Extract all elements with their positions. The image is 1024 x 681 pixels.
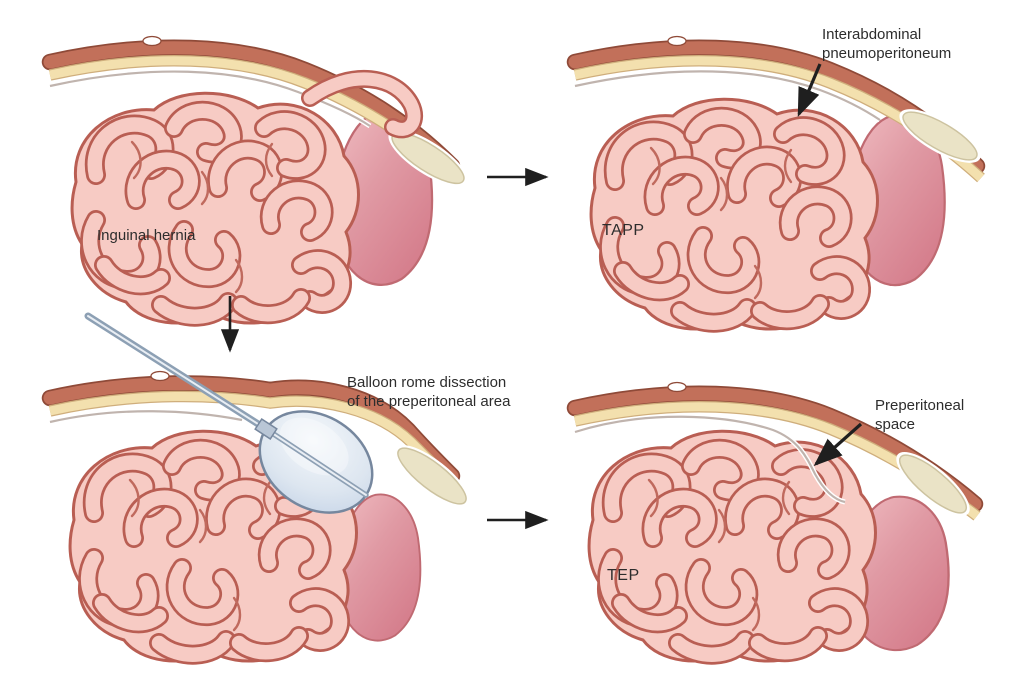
dissection-balloon	[254, 410, 374, 514]
annotation-preperitoneal-space: Preperitoneal space	[875, 397, 965, 433]
label-tapp: TAPP	[602, 222, 645, 239]
balloon-trocar-shaft	[84, 312, 270, 433]
caption-balloon-dissection: Balloon rome dissection of the preperito…	[347, 374, 511, 410]
peritoneum-membrane	[574, 414, 846, 505]
panel-tep	[566, 381, 984, 660]
umbilicus-notch	[667, 35, 687, 47]
panel-inguinal-hernia	[41, 35, 477, 330]
umbilicus-notch	[667, 381, 687, 393]
label-inguinal-hernia: Inguinal hernia	[97, 227, 196, 244]
annotation-interabdominal-pneumoperitoneum: Interabdominal pneumoperitoneum	[822, 26, 952, 62]
panel-tapp	[566, 35, 989, 330]
panel-balloon-dissection	[41, 312, 479, 660]
balloon-collar	[254, 418, 278, 440]
herniating-bowel-loop	[301, 69, 424, 139]
label-tep: TEP	[607, 567, 640, 584]
umbilicus-notch	[150, 370, 170, 382]
annotation-arrow-icon	[813, 422, 863, 467]
umbilicus-notch	[142, 35, 162, 47]
annotation-arrow-icon	[797, 63, 822, 117]
